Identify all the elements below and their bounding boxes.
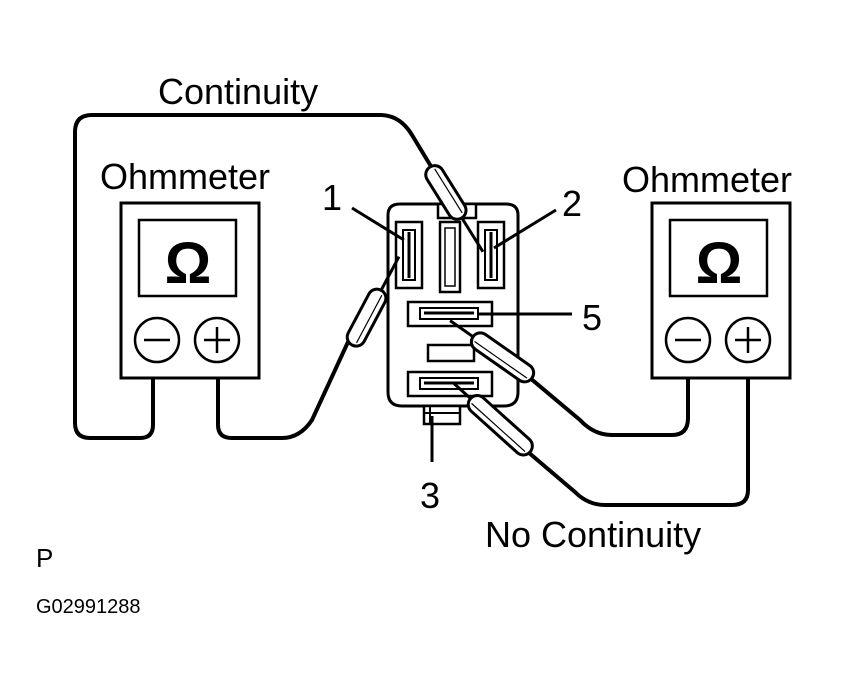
label-terminal-3: 3 — [420, 475, 440, 516]
label-no-continuity: No Continuity — [485, 514, 701, 555]
label-terminal-1: 1 — [322, 177, 342, 218]
terminal-3 — [406, 370, 494, 398]
leader-2 — [493, 208, 557, 250]
no-continuity-wire-right-plus — [526, 376, 750, 507]
plus-circle-icon — [724, 316, 772, 364]
label-figure-code: G02991288 — [36, 596, 141, 618]
ohm-symbol-left: Ω — [165, 231, 212, 296]
probe-terminal-1 — [345, 256, 401, 348]
middle-pad — [426, 343, 476, 363]
minus-circle-icon — [133, 316, 181, 364]
probe-terminal-5 — [449, 319, 536, 384]
wires — [73, 113, 750, 507]
plus-circle-icon — [193, 316, 241, 364]
label-continuity: Continuity — [158, 71, 318, 112]
label-ohmmeter-left: Ohmmeter — [100, 156, 270, 197]
no-continuity-wire-right-minus — [528, 376, 690, 437]
probe-terminal-2 — [424, 164, 485, 253]
continuity-wire-left-minus — [73, 113, 434, 440]
label-terminal-5: 5 — [582, 297, 602, 338]
terminal-2 — [476, 220, 506, 290]
label-corner-letter: P — [36, 543, 53, 573]
label-ohmmeter-right: Ohmmeter — [622, 159, 792, 200]
ohm-symbol-right: Ω — [696, 231, 743, 296]
terminal-1 — [394, 220, 424, 290]
leader-lines — [351, 206, 572, 462]
probes — [345, 164, 536, 457]
ohmmeter-left: Ω — [119, 201, 261, 380]
center-slot — [438, 220, 462, 294]
continuity-wire-left-plus — [216, 340, 350, 440]
ohmmeter-right: Ω — [650, 201, 792, 380]
label-terminal-2: 2 — [562, 183, 582, 224]
ohmmeter-left-display — [137, 218, 238, 298]
ohmmeter-right-display — [668, 218, 769, 298]
probe-terminal-3 — [453, 382, 534, 457]
leader-1 — [351, 206, 405, 242]
minus-circle-icon — [664, 316, 712, 364]
